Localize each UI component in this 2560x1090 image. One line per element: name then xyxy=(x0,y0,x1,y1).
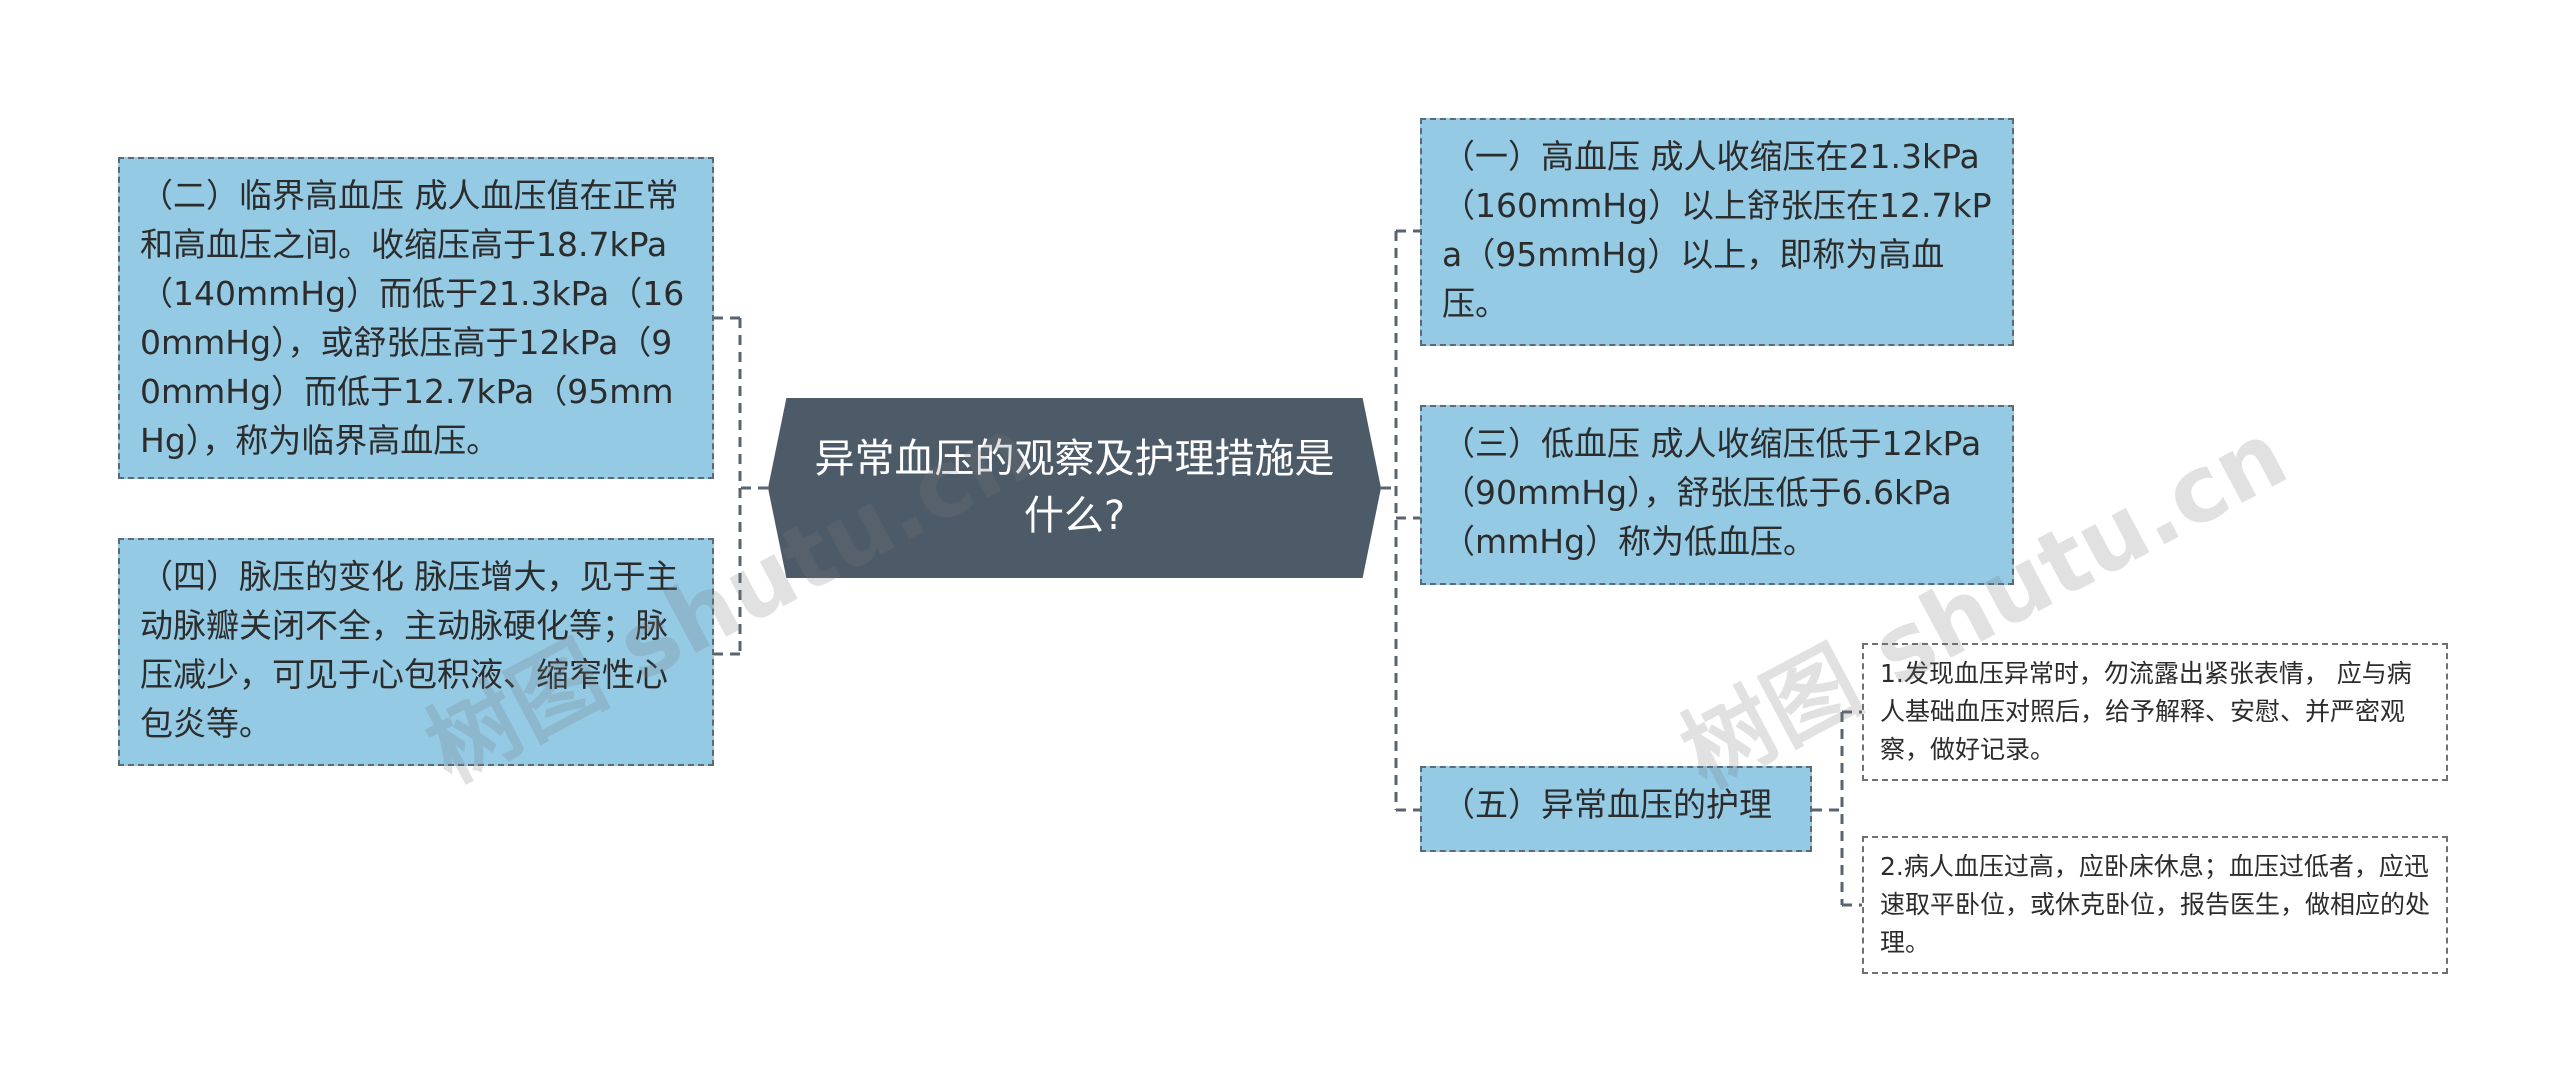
topic-hypertension[interactable]: （一）高血压 成人收缩压在21.3kPa（160mmHg）以上舒张压在12.7k… xyxy=(1420,118,2014,346)
topic-abnormal-bp-care[interactable]: （五）异常血压的护理 xyxy=(1420,766,1812,852)
topic-abnormal-bp-care-text: （五）异常血压的护理 xyxy=(1442,785,1772,824)
subtopic-care-step-2[interactable]: 2.病人血压过高，应卧床休息；血压过低者，应迅速取平卧位，或休克卧位，报告医生，… xyxy=(1862,836,2448,974)
topic-critical-hypertension[interactable]: （二）临界高血压 成人血压值在正常和高血压之间。收缩压高于18.7kPa（140… xyxy=(118,157,714,479)
topic-critical-hypertension-text: （二）临界高血压 成人血压值在正常和高血压之间。收缩压高于18.7kPa（140… xyxy=(140,176,685,460)
subtopic-care-step-1[interactable]: 1.发现血压异常时，勿流露出紧张表情， 应与病人基础血压对照后，给予解释、安慰、… xyxy=(1862,643,2448,781)
topic-pulse-pressure[interactable]: （四）脉压的变化 脉压增大，见于主动脉瓣关闭不全，主动脉硬化等；脉压减少，可见于… xyxy=(118,538,714,766)
topic-hypertension-text: （一）高血压 成人收缩压在21.3kPa（160mmHg）以上舒张压在12.7k… xyxy=(1442,137,1992,323)
topic-hypotension[interactable]: （三）低血压 成人收缩压低于12kPa（90mmHg），舒张压低于6.6kPa（… xyxy=(1420,405,2014,585)
subtopic-care-step-2-text: 2.病人血压过高，应卧床休息；血压过低者，应迅速取平卧位，或休克卧位，报告医生，… xyxy=(1880,852,2431,957)
root-topic[interactable]: 异常血压的观察及护理措施是什么? xyxy=(768,398,1381,578)
root-topic-title: 异常血压的观察及护理措施是什么? xyxy=(814,436,1335,539)
topic-hypotension-text: （三）低血压 成人收缩压低于12kPa（90mmHg），舒张压低于6.6kPa（… xyxy=(1442,424,1982,561)
subtopic-care-step-1-text: 1.发现血压异常时，勿流露出紧张表情， 应与病人基础血压对照后，给予解释、安慰、… xyxy=(1880,659,2412,764)
topic-pulse-pressure-text: （四）脉压的变化 脉压增大，见于主动脉瓣关闭不全，主动脉硬化等；脉压减少，可见于… xyxy=(140,557,679,743)
